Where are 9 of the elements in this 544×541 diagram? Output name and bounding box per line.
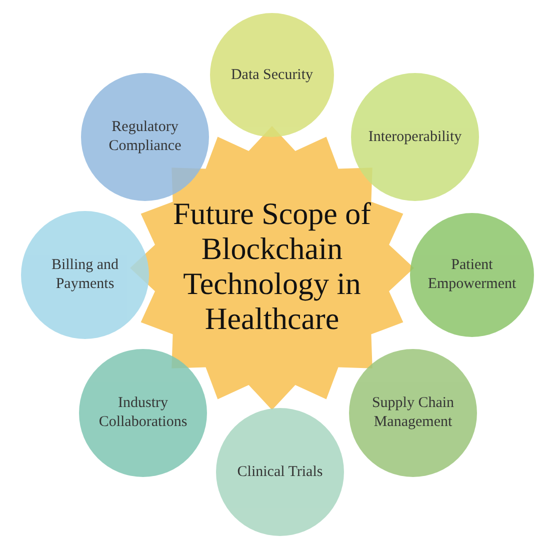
circle-label: Data Security [230, 66, 314, 84]
circle-label: Billing and Payments [50, 256, 120, 294]
center-title: Future Scope of Blockchain Technology in Healthcare [172, 196, 372, 336]
circle-label: Patient Empowerment [426, 256, 518, 294]
circle-label: Regulatory Compliance [108, 118, 182, 156]
circle-label: Interoperability [368, 128, 462, 146]
circle-label: Industry Collaborations [98, 394, 188, 432]
circle-label: Supply Chain Management [370, 394, 456, 432]
circle-label: Clinical Trials [237, 462, 323, 482]
